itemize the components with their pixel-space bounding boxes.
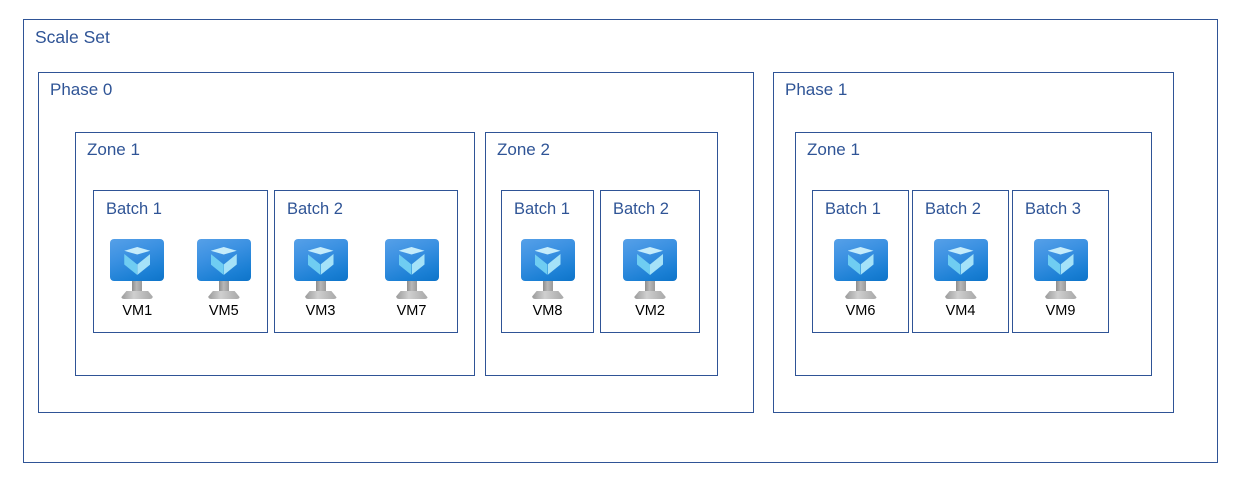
vm-node[interactable]: VM5 bbox=[191, 239, 257, 320]
vm-label: VM8 bbox=[532, 303, 563, 319]
azure-virtual-machine-icon bbox=[519, 239, 577, 301]
phase-0-zone-2-batch-1-label: Batch 1 bbox=[514, 200, 570, 218]
phase-1-zone-1-batch-1-container: Batch 1 VM6 bbox=[812, 190, 909, 333]
vm-label: VM1 bbox=[122, 303, 153, 319]
phase-0-zone-1-batch-2-container: Batch 2 VM3 VM7 bbox=[274, 190, 458, 333]
phase-0-zone-1-batch-2-label: Batch 2 bbox=[287, 200, 343, 218]
phase-1-zone-1-batch-2-label: Batch 2 bbox=[925, 200, 981, 218]
azure-virtual-machine-icon bbox=[108, 239, 166, 301]
vm-row: VM2 bbox=[601, 239, 699, 320]
vm-node[interactable]: VM6 bbox=[828, 239, 894, 320]
phase-0-zone-2-batch-2-label: Batch 2 bbox=[613, 200, 669, 218]
vm-node[interactable]: VM1 bbox=[104, 239, 170, 320]
scale-set-label: Scale Set bbox=[35, 27, 110, 47]
vm-label: VM2 bbox=[635, 303, 665, 319]
phase-1-zone-1-label: Zone 1 bbox=[807, 140, 860, 159]
phase-1-zone-1-batch-3-container: Batch 3 VM9 bbox=[1012, 190, 1109, 333]
vm-label: VM9 bbox=[1045, 303, 1076, 319]
phase-0-container: Phase 0 bbox=[38, 72, 754, 413]
vm-node[interactable]: VM4 bbox=[928, 239, 994, 320]
vm-node[interactable]: VM9 bbox=[1028, 239, 1094, 320]
vm-label: VM6 bbox=[845, 303, 876, 319]
phase-0-zone-2-batch-2-container: Batch 2 VM2 bbox=[600, 190, 700, 333]
vm-row: VM1 VM5 bbox=[94, 239, 267, 320]
scale-set-container: Scale Set bbox=[23, 19, 1218, 463]
azure-virtual-machine-icon bbox=[932, 239, 990, 301]
azure-virtual-machine-icon bbox=[832, 239, 890, 301]
azure-virtual-machine-icon bbox=[195, 239, 253, 301]
phase-0-zone-1-container: Zone 1 bbox=[75, 132, 475, 376]
vm-node[interactable]: VM2 bbox=[617, 239, 683, 320]
vm-label: VM5 bbox=[208, 303, 239, 319]
phase-0-zone-1-batch-1-label: Batch 1 bbox=[106, 200, 162, 218]
vm-row: VM3 VM7 bbox=[275, 239, 457, 320]
azure-virtual-machine-icon bbox=[621, 239, 679, 301]
phase-1-container: Phase 1 bbox=[773, 72, 1174, 413]
phase-1-zone-1-container: Zone 1 bbox=[795, 132, 1152, 376]
vm-label: VM7 bbox=[396, 303, 427, 319]
phase-0-zone-1-label: Zone 1 bbox=[87, 140, 140, 159]
vm-label: VM4 bbox=[945, 303, 976, 319]
vm-node[interactable]: VM7 bbox=[379, 239, 445, 320]
azure-virtual-machine-icon bbox=[383, 239, 441, 301]
phase-1-zone-1-batch-2-container: Batch 2 VM4 bbox=[912, 190, 1009, 333]
vm-label: VM3 bbox=[305, 303, 336, 319]
phase-0-zone-1-batch-1-container: Batch 1 VM1 VM5 bbox=[93, 190, 268, 333]
azure-virtual-machine-icon bbox=[1032, 239, 1090, 301]
phase-1-label: Phase 1 bbox=[785, 80, 848, 99]
phase-1-zone-1-batch-1-label: Batch 1 bbox=[825, 200, 881, 218]
vm-row: VM4 bbox=[913, 239, 1008, 320]
phase-0-zone-2-label: Zone 2 bbox=[497, 140, 550, 159]
vm-row: VM8 bbox=[502, 239, 593, 320]
phase-0-zone-2-container: Zone 2 bbox=[485, 132, 718, 376]
vm-row: VM9 bbox=[1013, 239, 1108, 320]
vm-row: VM6 bbox=[813, 239, 908, 320]
phase-0-label: Phase 0 bbox=[50, 80, 113, 99]
azure-virtual-machine-icon bbox=[292, 239, 350, 301]
vm-node[interactable]: VM8 bbox=[515, 239, 581, 320]
phase-1-zone-1-batch-3-label: Batch 3 bbox=[1025, 200, 1081, 218]
phase-0-zone-2-batch-1-container: Batch 1 VM8 bbox=[501, 190, 594, 333]
vm-node[interactable]: VM3 bbox=[288, 239, 354, 320]
